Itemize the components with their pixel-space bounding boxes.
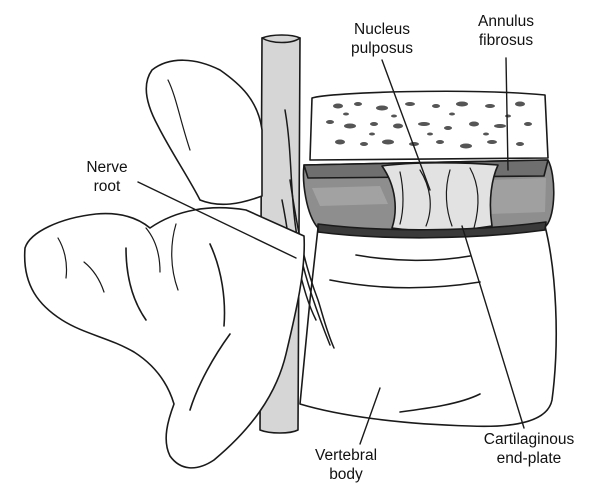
label-nerve-root-line1: Nerve — [74, 158, 140, 177]
label-annulus-fibrosus: Annulus fibrosus — [460, 12, 552, 50]
label-vertebral-body-line2: body — [300, 465, 392, 484]
label-cartilaginous-end-plate-line1: Cartilaginous — [470, 430, 588, 449]
label-vertebral-body-line1: Vertebral — [300, 446, 392, 465]
lower-vertebral-body — [300, 226, 556, 426]
disc-nucleus-pulposus — [382, 163, 498, 231]
label-nucleus-pulposus-line2: pulposus — [334, 39, 430, 58]
label-nucleus-pulposus: Nucleus pulposus — [334, 20, 430, 58]
label-cartilaginous-end-plate: Cartilaginous end-plate — [470, 430, 588, 468]
label-annulus-fibrosus-line1: Annulus — [460, 12, 552, 31]
label-nerve-root: Nerve root — [74, 158, 140, 196]
label-nucleus-pulposus-line1: Nucleus — [334, 20, 430, 39]
label-nerve-root-line2: root — [74, 177, 140, 196]
label-cartilaginous-end-plate-line2: end-plate — [470, 449, 588, 468]
label-vertebral-body: Vertebral body — [300, 446, 392, 484]
label-annulus-fibrosus-line2: fibrosus — [460, 31, 552, 50]
